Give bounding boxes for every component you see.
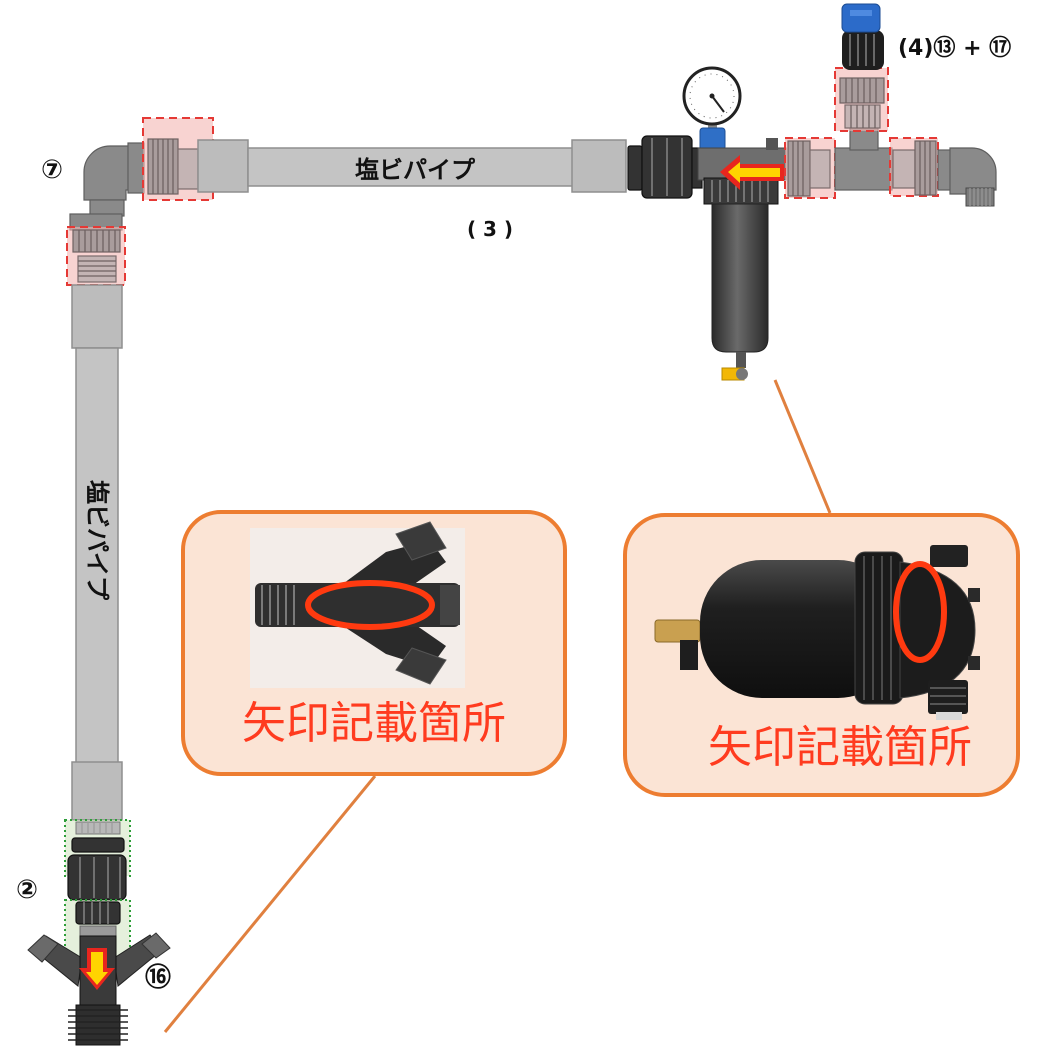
- top-highlight-box: [834, 67, 889, 132]
- right-callout-mark: [893, 561, 947, 663]
- right-callout: 矢印記載箇所: [623, 513, 1020, 797]
- top-pipe: [197, 139, 627, 193]
- left-callout-mark: [305, 580, 435, 630]
- pressure-gauge-icon: [682, 66, 742, 151]
- tee-fitting: [834, 127, 893, 191]
- elbow-number: ⑦: [41, 155, 63, 185]
- flow-arrow-left: [720, 155, 784, 190]
- right-highlight-box-1: [784, 137, 836, 199]
- left-callout: 矢印記載箇所: [181, 510, 567, 776]
- vertical-pipe: [71, 284, 123, 821]
- valve-numbers: (4)⑬ + ⑰: [898, 35, 1011, 61]
- vertical-pipe-label: 塩ビパイプ: [83, 480, 111, 601]
- union-fitting: [67, 837, 127, 901]
- left-callout-label: 矢印記載箇所: [242, 698, 506, 749]
- left-callout-leader: [163, 775, 377, 1033]
- left-highlight-box: [66, 226, 126, 286]
- top-union: [627, 135, 703, 199]
- top-pipe-number: ( 3 ): [467, 217, 513, 241]
- top-pipe-label: 塩ビパイプ: [355, 156, 476, 184]
- right-callout-label: 矢印記載箇所: [708, 722, 972, 773]
- flow-arrow-down: [79, 948, 115, 990]
- union-number: ②: [16, 875, 38, 905]
- right-callout-leader: [773, 379, 832, 514]
- air-valve-icon: [841, 3, 884, 70]
- y-filter-number: ⑯: [145, 962, 171, 993]
- disc-filter-photo: [654, 545, 980, 720]
- top-left-elbow: [83, 142, 145, 201]
- right-elbow: [937, 147, 997, 207]
- vertical-pipe-top-fittings: [69, 199, 125, 231]
- right-highlight-box-2: [889, 137, 939, 197]
